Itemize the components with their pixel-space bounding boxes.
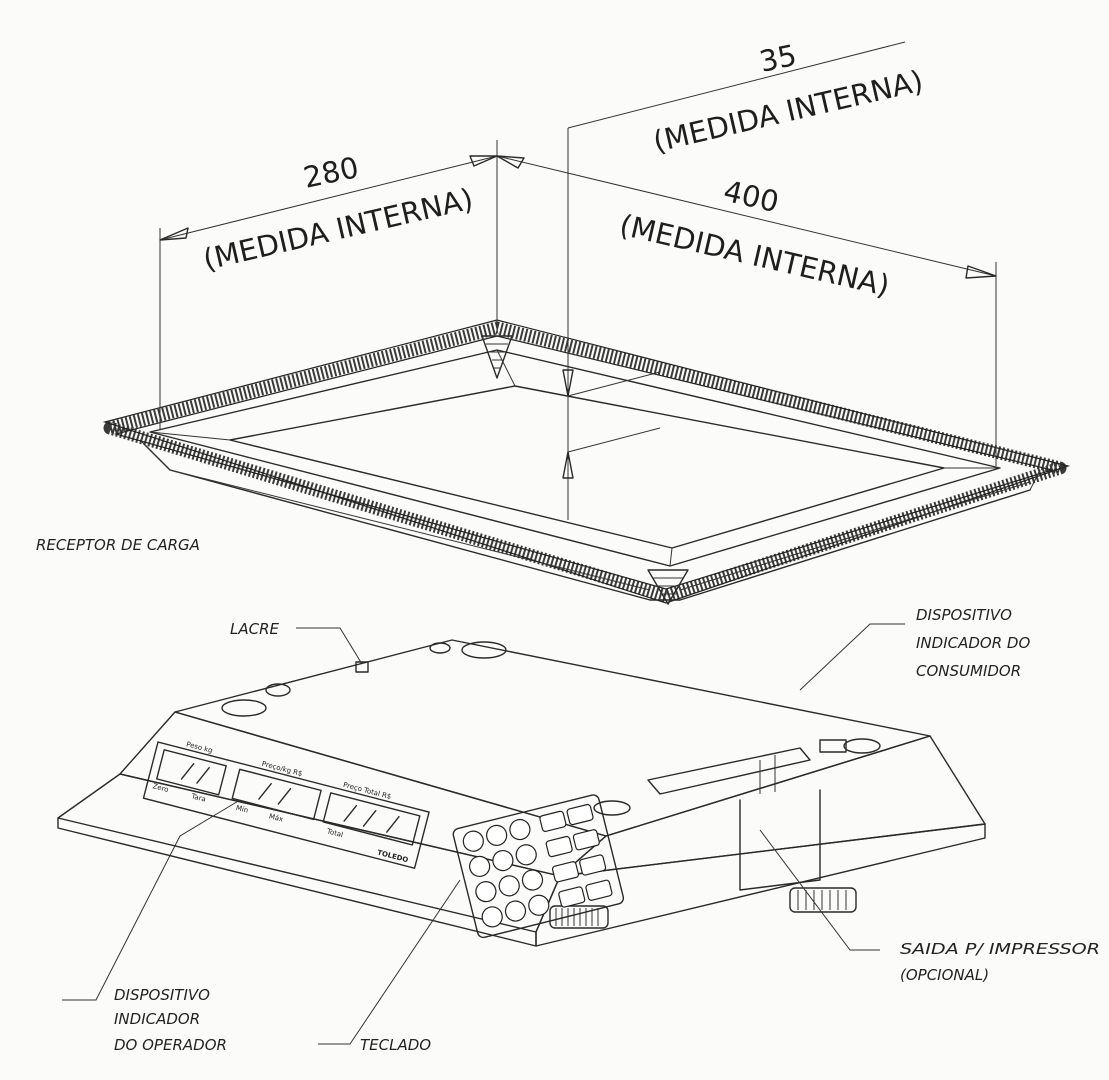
keypad-digit-key: [481, 906, 503, 928]
price-header: Preço/kg R$: [261, 760, 303, 778]
keypad-function-key: [579, 854, 607, 876]
keypad-digit-key: [521, 869, 544, 891]
label-seal: LACRE: [230, 620, 280, 638]
callout-texts: RECEPTOR DE CARGA LACRE DISPOSITIVO INDI…: [36, 536, 1100, 1054]
sub-label-max: Máx: [268, 812, 284, 823]
width-value: 280: [300, 150, 361, 195]
load-receptor-tray: [102, 319, 1071, 605]
callout-leaders: [62, 623, 905, 1045]
label-keyboard: TECLADO: [360, 1036, 431, 1054]
label-printer-output-1: SAIDA P/ IMPRESSOR: [900, 940, 1100, 958]
keypad-digit-key: [469, 855, 491, 877]
keypad-function-key: [539, 810, 567, 832]
sub-label-total: Total: [325, 827, 344, 839]
label-consumer-display-2: INDICADOR DO: [916, 634, 1030, 652]
keypad-digit-key: [504, 900, 527, 922]
depth-note: (MEDIDA INTERNA): [650, 64, 926, 159]
label-consumer-display-3: CONSUMIDOR: [916, 662, 1021, 680]
scale-feet: [549, 887, 857, 929]
sub-label-min: Mín: [235, 804, 249, 815]
keypad-function-key: [572, 829, 600, 851]
top-knobs: [221, 641, 881, 816]
keypad-digit-key: [509, 818, 531, 841]
keypad-digit-key: [475, 881, 497, 903]
label-operator-display-2: INDICADOR: [114, 1010, 200, 1028]
sub-label-tara: Tara: [190, 792, 207, 804]
length-note: (MEDIDA INTERNA): [616, 208, 892, 303]
keypad-function-key: [551, 861, 580, 883]
scale-body: [57, 639, 986, 947]
label-load-receptor: RECEPTOR DE CARGA: [36, 536, 200, 554]
keypad-function-key: [566, 803, 594, 826]
label-operator-display-1: DISPOSITIVO: [114, 986, 210, 1004]
label-consumer-display-1: DISPOSITIVO: [916, 606, 1012, 624]
dimension-texts: 35 (MEDIDA INTERNA) 280 (MEDIDA INTERNA)…: [200, 38, 926, 303]
keypad-digit-key: [515, 844, 537, 866]
keypad: [452, 794, 625, 939]
keypad-function-key: [545, 835, 573, 858]
keypad-digit-key: [462, 830, 484, 852]
sub-label-zero: Zero: [152, 782, 170, 794]
dimension-lines: [159, 41, 997, 520]
keypad-digit-key: [498, 875, 520, 897]
keypad-digit-key: [492, 849, 514, 872]
keypad-digit-key: [486, 824, 508, 846]
keypad-function-key: [558, 886, 586, 908]
label-operator-display-3: DO OPERADOR: [114, 1036, 227, 1054]
depth-value: 35: [756, 38, 799, 79]
keypad-function-key: [585, 879, 613, 901]
label-printer-output-2: (OPCIONAL): [900, 966, 989, 984]
keypad-digit-key: [528, 894, 550, 916]
